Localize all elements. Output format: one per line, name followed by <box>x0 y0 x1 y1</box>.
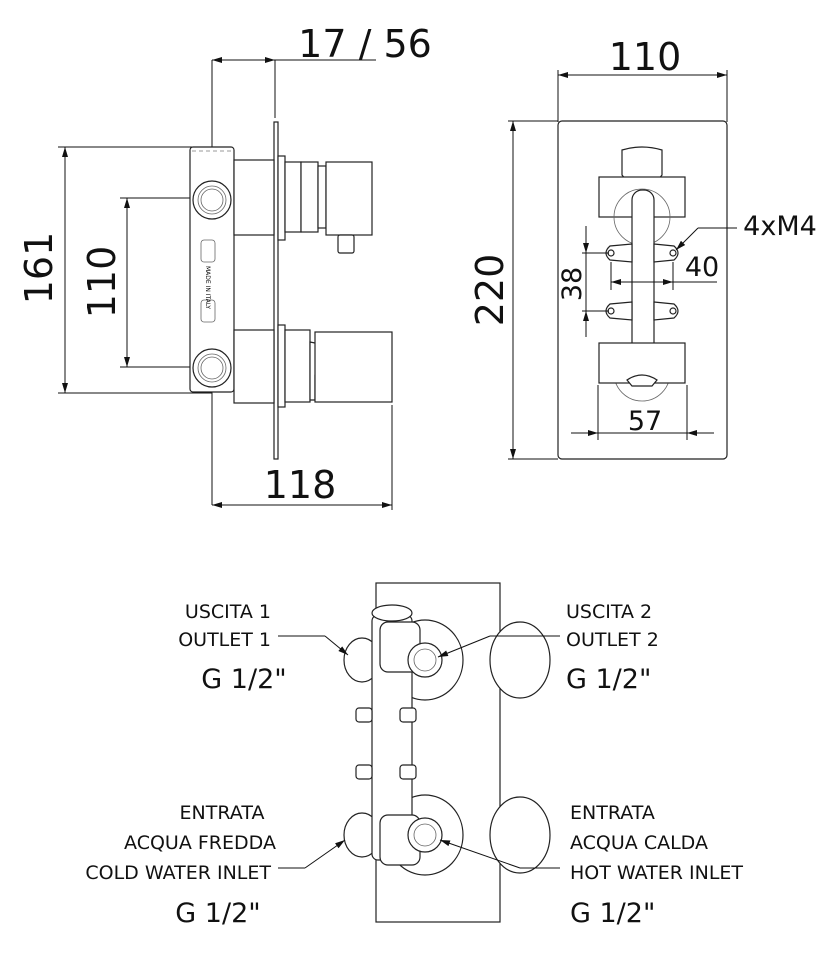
dimension-110-width-label: 110 <box>609 35 682 79</box>
cold-label-3: COLD WATER INLET <box>85 862 271 884</box>
label-outlet-2: USCITA 2 OUTLET 2 G 1/2" <box>566 601 659 695</box>
dimension-40-label: 40 <box>685 252 719 283</box>
mounting-lug <box>605 243 633 263</box>
dimension-depth: 17 / 56 <box>211 22 432 505</box>
outlet1-label-it: USCITA 1 <box>185 601 271 623</box>
hot-label-2: ACQUA CALDA <box>570 832 708 854</box>
cold-thread: G 1/2" <box>175 898 260 929</box>
dimension-plate-height: 220 <box>468 120 558 460</box>
dimension-length: 118 <box>212 405 393 510</box>
hot-label-1: ENTRATA <box>570 802 655 824</box>
mounting-lug <box>605 301 633 321</box>
dimension-118-label: 118 <box>264 463 337 507</box>
valve-body-side: MADE IN ITALY <box>189 121 393 460</box>
mounting-lug <box>653 243 679 263</box>
cold-label-2: ACQUA FREDDA <box>124 832 276 854</box>
outlet1-label-en: OUTLET 1 <box>178 629 271 651</box>
dimension-38-label: 38 <box>557 267 588 301</box>
dimension-4xm4-label: 4xM4 <box>743 211 817 242</box>
dimension-110-label: 110 <box>80 246 124 319</box>
dimension-plate-width: 110 <box>557 35 728 122</box>
front-view: 110 220 38 40 <box>468 35 817 460</box>
outlet1-thread: G 1/2" <box>201 664 286 695</box>
connection-view: USCITA 1 OUTLET 1 G 1/2" USCITA 2 OUTLET… <box>85 582 743 929</box>
mounting-lug <box>653 301 679 321</box>
label-outlet-1: USCITA 1 OUTLET 1 G 1/2" <box>178 601 286 695</box>
label-hot-inlet: ENTRATA ACQUA CALDA HOT WATER INLET G 1/… <box>570 802 743 929</box>
dimension-57-label: 57 <box>628 406 662 437</box>
label-cold-inlet: ENTRATA ACQUA FREDDA COLD WATER INLET G … <box>85 802 276 929</box>
hot-label-3: HOT WATER INLET <box>570 862 743 884</box>
outlet2-label-en: OUTLET 2 <box>566 629 659 651</box>
side-view: 17 / 56 161 110 118 <box>17 22 432 510</box>
made-in-italy-stamp: MADE IN ITALY <box>204 266 211 309</box>
dimension-depth-label: 17 / 56 <box>298 22 432 66</box>
outlet2-thread: G 1/2" <box>566 664 651 695</box>
cold-label-1: ENTRATA <box>180 802 265 824</box>
dimension-161-label: 161 <box>17 232 61 305</box>
dimension-total-height: 161 <box>17 146 212 394</box>
dimension-inlet-spacing: 110 <box>80 197 212 368</box>
hot-thread: G 1/2" <box>570 898 655 929</box>
outlet2-label-it: USCITA 2 <box>566 601 652 623</box>
dimension-220-label: 220 <box>468 254 512 327</box>
